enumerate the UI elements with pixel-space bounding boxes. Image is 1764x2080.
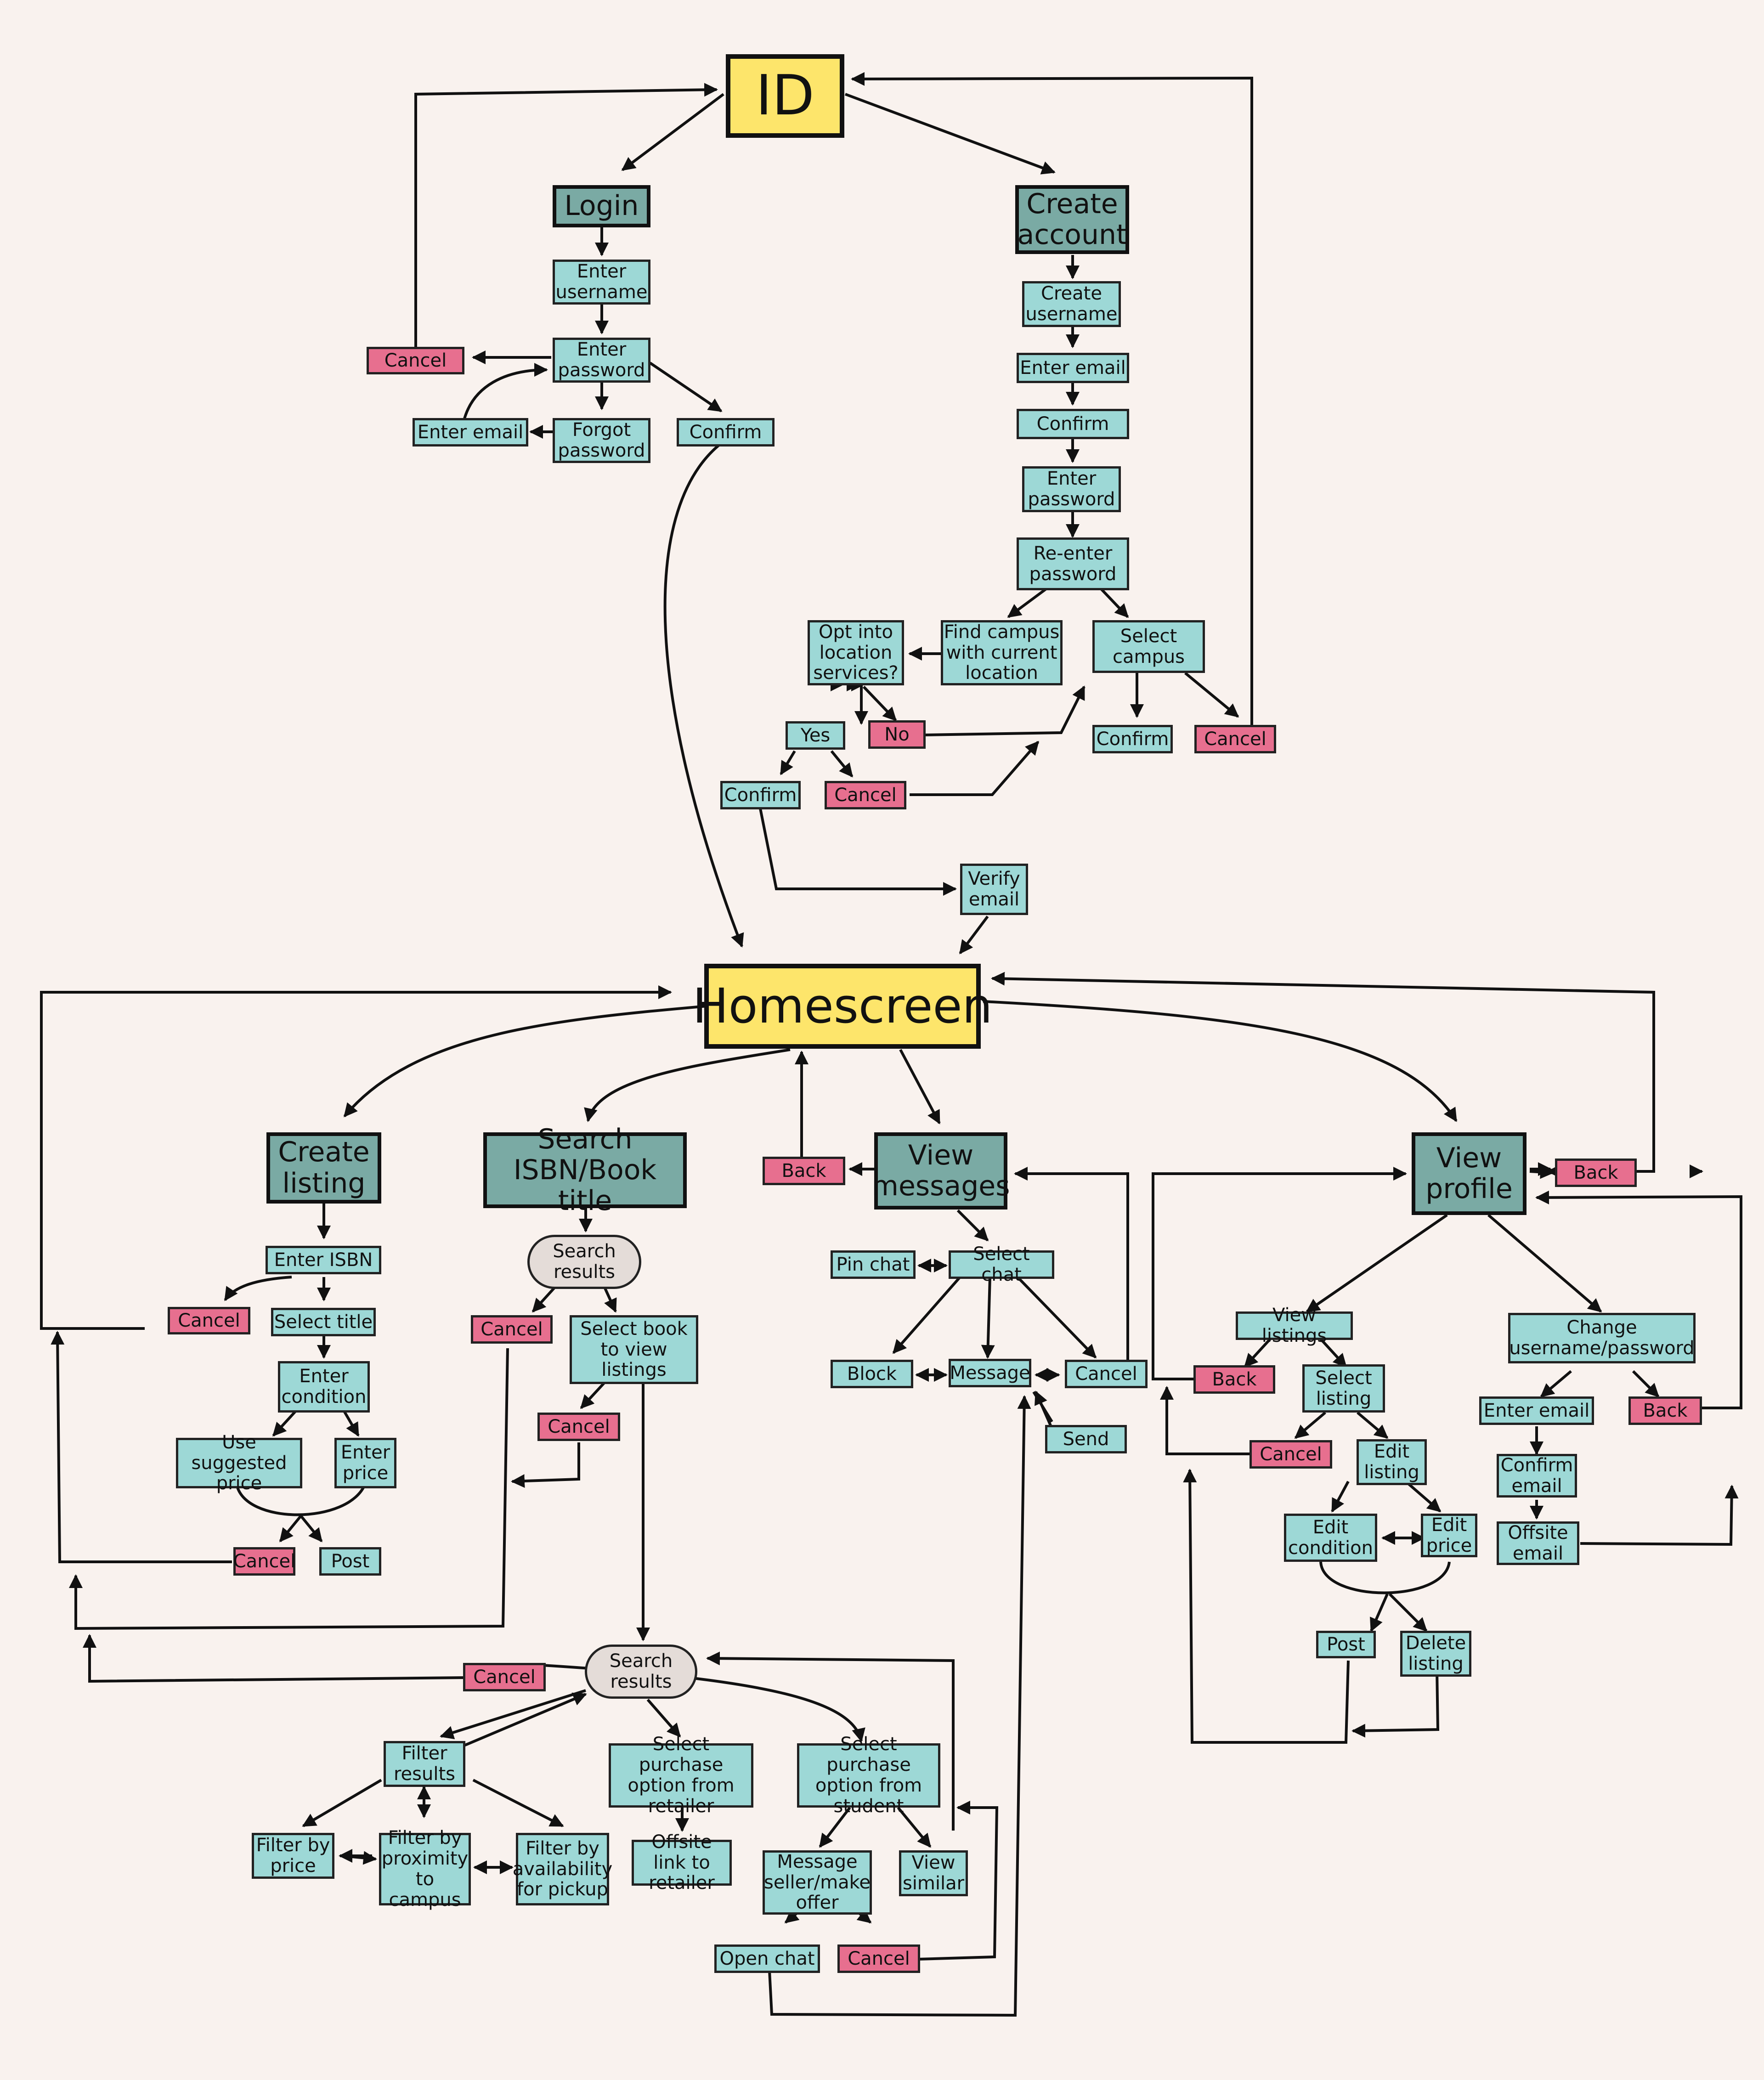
campus-confirm-step[interactable]: Confirm — [1092, 725, 1173, 753]
enter-username-step[interactable]: Enter username — [553, 260, 650, 305]
filter-by-price-step[interactable]: Filter by price — [252, 1833, 334, 1879]
filter-results-step[interactable]: Filter results — [384, 1741, 465, 1787]
view-listings-step[interactable]: View listings — [1236, 1305, 1353, 1346]
pin-chat-step[interactable]: Pin chat — [831, 1250, 916, 1279]
confirm-email-step[interactable]: Confirm email — [1497, 1454, 1577, 1498]
view-profile-node[interactable]: View profile — [1412, 1132, 1527, 1215]
view-similar-step[interactable]: View similar — [899, 1850, 968, 1896]
block-step[interactable]: Block — [831, 1360, 913, 1388]
ca-enter-email-step[interactable]: Enter email — [1017, 353, 1129, 383]
select-book-step[interactable]: Select book to view listings — [570, 1315, 698, 1384]
change-credentials-back-button[interactable]: Back — [1628, 1396, 1702, 1425]
filter-by-proximity-step[interactable]: Filter by proximity to campus — [379, 1828, 471, 1910]
edit-condition-step[interactable]: Edit condition — [1284, 1514, 1377, 1562]
select-listing-cancel-button[interactable]: Cancel — [1250, 1440, 1332, 1469]
campus-cancel-button[interactable]: Cancel — [1194, 725, 1276, 753]
yes-step[interactable]: Yes — [786, 721, 845, 750]
create-listing-cancel-button[interactable]: Cancel — [168, 1307, 250, 1334]
message-seller-step[interactable]: Message seller/make offer — [763, 1850, 872, 1915]
change-credentials-step[interactable]: Change username/password — [1508, 1313, 1696, 1363]
edit-price-step[interactable]: Edit price — [1421, 1514, 1477, 1557]
verify-email-step[interactable]: Verify email — [960, 864, 1028, 915]
login-confirm-step[interactable]: Confirm — [677, 418, 775, 447]
search-results-1[interactable]: Search results — [527, 1235, 641, 1289]
yes-cancel-button[interactable]: Cancel — [825, 781, 906, 809]
search-results2-cancel-button[interactable]: Cancel — [463, 1663, 546, 1691]
homescreen-node[interactable]: Homescreen — [693, 964, 992, 1049]
ca-enter-password-step[interactable]: Enter password — [1022, 466, 1121, 512]
select-student-option-step[interactable]: Select purchase option from student — [797, 1734, 940, 1816]
profile-enter-email-step[interactable]: Enter email — [1479, 1396, 1594, 1425]
select-listing-step[interactable]: Select listing — [1302, 1364, 1385, 1413]
opt-location-step[interactable]: Opt into location services? — [808, 620, 904, 685]
id-node[interactable]: ID — [726, 54, 844, 138]
create-listing-cancel2-button[interactable]: Cancel — [233, 1547, 295, 1576]
view-messages-node[interactable]: View messages — [872, 1132, 1010, 1210]
select-book-cancel-button[interactable]: Cancel — [537, 1413, 620, 1441]
enter-password-step[interactable]: Enter password — [553, 338, 650, 383]
view-listings-back-button[interactable]: Back — [1193, 1365, 1275, 1394]
select-retailer-option-step[interactable]: Select purchase option from retailer — [609, 1734, 753, 1816]
enter-price-step[interactable]: Enter price — [334, 1438, 396, 1488]
post-step[interactable]: Post — [319, 1547, 381, 1576]
login-cancel-button[interactable]: Cancel — [367, 347, 464, 374]
use-suggested-price-step[interactable]: Use suggested price — [176, 1432, 302, 1494]
search-results-2[interactable]: Search results — [585, 1645, 697, 1699]
reenter-password-step[interactable]: Re-enter password — [1017, 537, 1129, 590]
profile-post-step[interactable]: Post — [1316, 1631, 1376, 1658]
enter-email-step[interactable]: Enter email — [413, 418, 528, 447]
message-step[interactable]: Message — [949, 1359, 1031, 1387]
message-seller-cancel-button[interactable]: Cancel — [837, 1944, 920, 1973]
yes-confirm-step[interactable]: Confirm — [720, 781, 801, 809]
find-campus-step[interactable]: Find campus with current location — [941, 620, 1063, 685]
offsite-link-step[interactable]: Offsite link to retailer — [632, 1831, 732, 1893]
send-step[interactable]: Send — [1045, 1425, 1127, 1453]
create-username-step[interactable]: Create username — [1022, 281, 1121, 327]
messages-cancel-step[interactable]: Cancel — [1065, 1360, 1148, 1388]
create-account-node[interactable]: Create account — [1015, 185, 1129, 254]
select-title-step[interactable]: Select title — [271, 1308, 376, 1336]
create-listing-node[interactable]: Create listing — [266, 1132, 381, 1204]
open-chat-step[interactable]: Open chat — [714, 1944, 820, 1973]
edit-listing-step[interactable]: Edit listing — [1357, 1439, 1427, 1485]
search-results-cancel-button[interactable]: Cancel — [471, 1315, 553, 1344]
offsite-email-step[interactable]: Offsite email — [1497, 1521, 1579, 1565]
profile-back-button[interactable]: Back — [1555, 1159, 1637, 1187]
enter-isbn-step[interactable]: Enter ISBN — [266, 1246, 381, 1274]
enter-condition-step[interactable]: Enter condition — [278, 1361, 370, 1413]
messages-back-button[interactable]: Back — [763, 1157, 845, 1185]
login-node[interactable]: Login — [553, 185, 650, 227]
delete-listing-step[interactable]: Delete listing — [1400, 1631, 1471, 1677]
forgot-password-step[interactable]: Forgot password — [553, 418, 650, 463]
search-isbn-node[interactable]: Search ISBN/Book title — [483, 1124, 687, 1216]
no-button[interactable]: No — [868, 720, 926, 749]
select-campus-step[interactable]: Select campus — [1092, 620, 1205, 673]
ca-confirm-step[interactable]: Confirm — [1017, 409, 1129, 439]
select-chat-step[interactable]: Select chat — [949, 1244, 1054, 1285]
filter-by-availability-step[interactable]: Filter by availability for pickup — [513, 1833, 612, 1905]
